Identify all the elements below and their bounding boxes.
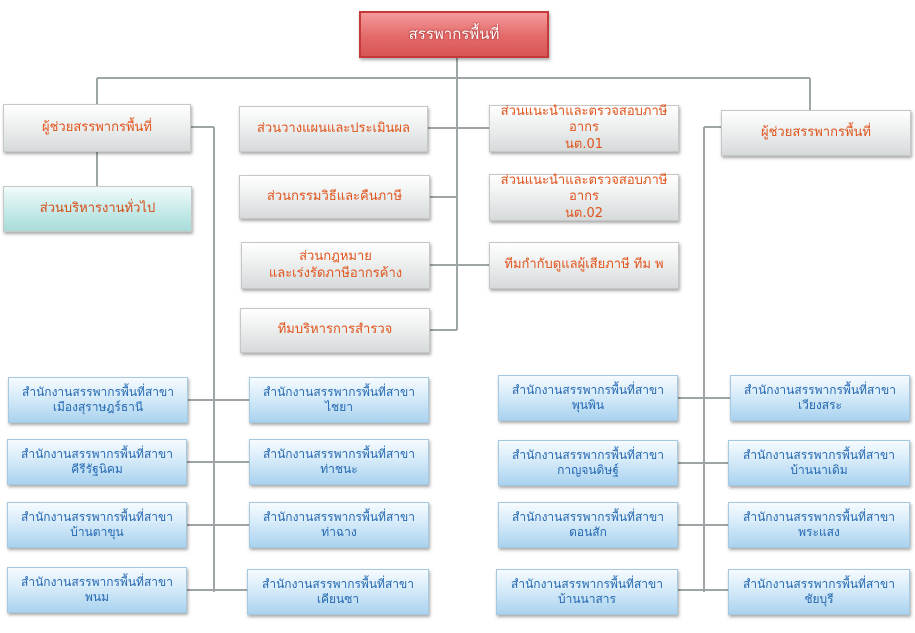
branch-box: สำนักงานสรรพากรพื้นที่สาขา ท่าชนะ [249, 439, 429, 485]
branch-label: สำนักงานสรรพากรพื้นที่สาขา คีรีรัฐนิคม [21, 447, 173, 476]
branch-label: สำนักงานสรรพากรพื้นที่สาขา บ้านนาสาร [511, 577, 663, 606]
audit-section-02-label: ส่วนแนะนำและตรวจสอบภาษีอากร นต.02 [500, 173, 668, 221]
branch-box: สำนักงานสรรพากรพื้นที่สาขา พนม [7, 567, 187, 613]
branch-box: สำนักงานสรรพากรพื้นที่สาขา ชัยบุรี [728, 569, 910, 615]
section-planning-label: ส่วนวางแผนและประเมินผล [257, 120, 410, 136]
branch-box: สำนักงานสรรพากรพื้นที่สาขา ไชยา [249, 377, 429, 423]
section-planning-box: ส่วนวางแผนและประเมินผล [239, 106, 428, 152]
branch-label: สำนักงานสรรพากรพื้นที่สาขา เวียงสระ [744, 383, 896, 412]
branch-box: สำนักงานสรรพากรพื้นที่สาขา เมืองสุราษฎร์… [8, 377, 188, 423]
branch-label: สำนักงานสรรพากรพื้นที่สาขา พุนพิน [512, 383, 664, 412]
head-of-office-label: สรรพากรพื้นที่ [408, 25, 500, 44]
section-legal-label: ส่วนกฎหมาย และเร่งรัดภาษีอากรค้าง [268, 249, 403, 281]
branch-label: สำนักงานสรรพากรพื้นที่สาขา ดอนสัก [512, 510, 664, 539]
branch-label: สำนักงานสรรพากรพื้นที่สาขา ไชยา [263, 385, 415, 414]
branch-label: สำนักงานสรรพากรพื้นที่สาขา ท่าชนะ [263, 447, 415, 476]
section-process-refund-label: ส่วนกรรมวิธีและคืนภาษี [266, 188, 403, 204]
section-process-refund-box: ส่วนกรรมวิธีและคืนภาษี [239, 175, 430, 219]
branch-label: สำนักงานสรรพากรพื้นที่สาขา พนม [21, 575, 173, 604]
branch-box: สำนักงานสรรพากรพื้นที่สาขา ท่าฉาง [249, 502, 429, 548]
branch-label: สำนักงานสรรพากรพื้นที่สาขา บ้านตาขุน [21, 510, 173, 539]
branch-label: สำนักงานสรรพากรพื้นที่สาขา ท่าฉาง [263, 510, 415, 539]
head-of-office-box: สรรพากรพื้นที่ [359, 11, 549, 58]
branch-box: สำนักงานสรรพากรพื้นที่สาขา พระแสง [728, 502, 910, 548]
branch-label: สำนักงานสรรพากรพื้นที่สาขา ชัยบุรี [743, 577, 895, 606]
branch-box: สำนักงานสรรพากรพื้นที่สาขา ดอนสัก [498, 502, 678, 548]
deputy-right-label: ผู้ช่วยสรรพากรพื้นที่ [760, 124, 871, 140]
branch-box: สำนักงานสรรพากรพื้นที่สาขา เคียนซา [247, 569, 429, 615]
branch-label: สำนักงานสรรพากรพื้นที่สาขา พระแสง [743, 510, 895, 539]
branch-box: สำนักงานสรรพากรพื้นที่สาขา บ้านนาสาร [496, 569, 678, 615]
general-admin-box: ส่วนบริหารงานทั่วไป [3, 186, 192, 232]
branch-label: สำนักงานสรรพากรพื้นที่สาขา เคียนซา [262, 577, 414, 606]
branch-box: สำนักงานสรรพากรพื้นที่สาขา เวียงสระ [730, 375, 910, 421]
survey-team-label: ทีมบริหารการสำรวจ [277, 322, 393, 338]
audit-section-01-box: ส่วนแนะนำและตรวจสอบภาษีอากร นต.01 [489, 104, 679, 152]
deputy-left-box: ผู้ช่วยสรรพากรพื้นที่ [3, 104, 191, 152]
audit-section-01-label: ส่วนแนะนำและตรวจสอบภาษีอากร นต.01 [500, 104, 668, 152]
branch-box: สำนักงานสรรพากรพื้นที่สาขา กาญจนดิษฐ์ [498, 440, 678, 486]
general-admin-label: ส่วนบริหารงานทั่วไป [39, 200, 156, 216]
branch-box: สำนักงานสรรพากรพื้นที่สาขา บ้านนาเดิม [728, 440, 910, 486]
branch-box: สำนักงานสรรพากรพื้นที่สาขา คีรีรัฐนิคม [7, 439, 187, 485]
branch-label: สำนักงานสรรพากรพื้นที่สาขา บ้านนาเดิม [743, 448, 895, 477]
branch-box: สำนักงานสรรพากรพื้นที่สาขา พุนพิน [498, 375, 678, 421]
deputy-left-label: ผู้ช่วยสรรพากรพื้นที่ [41, 119, 152, 135]
branch-label: สำนักงานสรรพากรพื้นที่สาขา เมืองสุราษฎร์… [22, 385, 174, 414]
audit-section-02-box: ส่วนแนะนำและตรวจสอบภาษีอากร นต.02 [489, 173, 679, 221]
branch-label: สำนักงานสรรพากรพื้นที่สาขา กาญจนดิษฐ์ [512, 448, 664, 477]
deputy-right-box: ผู้ช่วยสรรพากรพื้นที่ [721, 110, 911, 156]
taxpayer-supervision-team-box: ทีมกำกับดูแลผู้เสียภาษี ทีม พ [489, 242, 679, 289]
survey-team-box: ทีมบริหารการสำรวจ [240, 308, 430, 353]
branch-box: สำนักงานสรรพากรพื้นที่สาขา บ้านตาขุน [7, 502, 187, 548]
section-legal-box: ส่วนกฎหมาย และเร่งรัดภาษีอากรค้าง [241, 242, 430, 289]
taxpayer-supervision-team-label: ทีมกำกับดูแลผู้เสียภาษี ทีม พ [504, 257, 664, 273]
